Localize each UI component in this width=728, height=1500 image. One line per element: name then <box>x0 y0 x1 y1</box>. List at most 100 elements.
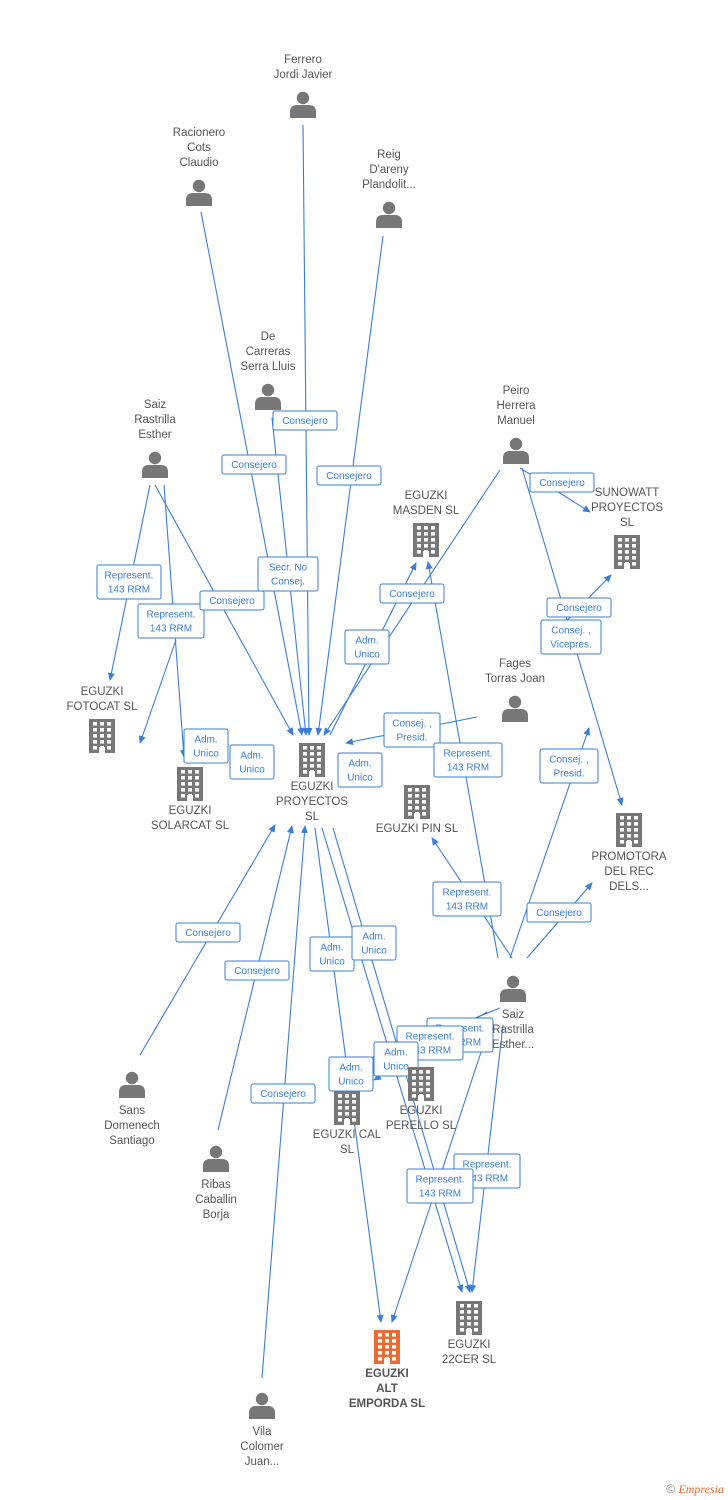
node-reig[interactable]: ReigD'arenyPlandolit... <box>362 149 416 228</box>
person-body <box>500 989 526 1002</box>
edge-label-text: 143 RRM <box>447 763 489 774</box>
edge-label-text: Adm. <box>194 735 217 746</box>
building-window <box>317 758 321 762</box>
building-window <box>100 734 104 738</box>
building-window <box>408 806 412 810</box>
edge-label-text: Vicepres. <box>550 640 592 651</box>
building-window <box>352 1106 356 1110</box>
node-label: Jordi Javier <box>274 69 333 81</box>
node-label: Herrera <box>497 400 537 412</box>
node-vila[interactable]: VilaColomerJuan... <box>240 1392 284 1468</box>
edge-label-l6: Represent.143 RRM <box>137 603 205 639</box>
building-window <box>378 1351 382 1355</box>
building-window <box>310 752 314 756</box>
building-window <box>627 816 631 820</box>
edge-label-text: Consej. <box>271 577 305 588</box>
person-body <box>142 465 168 478</box>
edge-label-box <box>175 922 241 943</box>
building-door <box>309 771 315 777</box>
building-window <box>345 1094 349 1098</box>
person-icon <box>142 451 168 478</box>
person-icon <box>500 975 526 1002</box>
building-window <box>408 788 412 792</box>
person-head <box>209 1145 223 1159</box>
building-window <box>345 1106 349 1110</box>
building-window <box>408 812 412 816</box>
node-label: 22CER SL <box>442 1354 497 1366</box>
building-window <box>195 770 199 774</box>
edge-label-box <box>539 748 599 784</box>
edge-label-text: 143 RRM <box>446 902 488 913</box>
building-icon <box>413 523 439 557</box>
node-label: PROMOTORA <box>591 851 667 863</box>
footer-brand[interactable]: © Empresia <box>666 1482 724 1497</box>
building-window <box>415 800 419 804</box>
edge-label-text: Consejero <box>389 589 435 600</box>
building-window <box>412 1094 416 1098</box>
node-saiz2[interactable]: SaizRastrillaEsther... <box>492 975 534 1051</box>
building-window <box>107 746 111 750</box>
building-window <box>107 722 111 726</box>
building-icon <box>177 767 203 801</box>
building-window <box>195 776 199 780</box>
edge-label-l14: Adm.Unico <box>229 744 275 780</box>
edge-label-l21: Consejero <box>224 960 290 981</box>
edge-label-l24: Adm.Unico <box>351 925 397 961</box>
building-window <box>93 728 97 732</box>
node-label: EGUZKI <box>400 1105 443 1117</box>
person-head <box>261 383 275 397</box>
building-window <box>303 752 307 756</box>
node-label: DELS... <box>609 881 649 893</box>
node-label: Ribas <box>201 1179 231 1191</box>
building-window <box>415 806 419 810</box>
building-window <box>618 550 622 554</box>
building-window <box>431 538 435 542</box>
building-window <box>392 1351 396 1355</box>
building-window <box>424 532 428 536</box>
building-window <box>618 562 622 566</box>
person-head <box>125 1071 139 1085</box>
node-label: Racionero <box>173 127 225 139</box>
edge-label-text: Consejero <box>209 596 255 607</box>
brand-name: Empresia <box>678 1482 724 1496</box>
building-window <box>385 1333 389 1337</box>
building-window <box>107 740 111 744</box>
edge-label-l11: Consejero <box>546 597 612 618</box>
edge-label-text: Represent. <box>443 888 492 899</box>
edge-label-l7: Consejero <box>199 590 265 611</box>
edge-label-l2: Consejero <box>221 454 287 475</box>
building-window <box>634 834 638 838</box>
building-window <box>181 788 185 792</box>
edge-label-text: Consejero <box>556 603 602 614</box>
node-pin[interactable]: EGUZKI PIN SL <box>376 785 459 835</box>
building-door <box>344 1119 350 1125</box>
building-window <box>93 746 97 750</box>
node-label: EMPORDA SL <box>349 1398 425 1410</box>
node-label: Serra Lluis <box>241 361 296 373</box>
edge-label-text: Unico <box>383 1062 409 1073</box>
building-window <box>338 1100 342 1104</box>
person-head <box>382 201 396 215</box>
edge-label-box <box>379 583 445 604</box>
edge-label-l5: Represent.143 RRM <box>96 564 162 600</box>
edge-label-text: Consejero <box>536 908 582 919</box>
building-window <box>467 1304 471 1308</box>
